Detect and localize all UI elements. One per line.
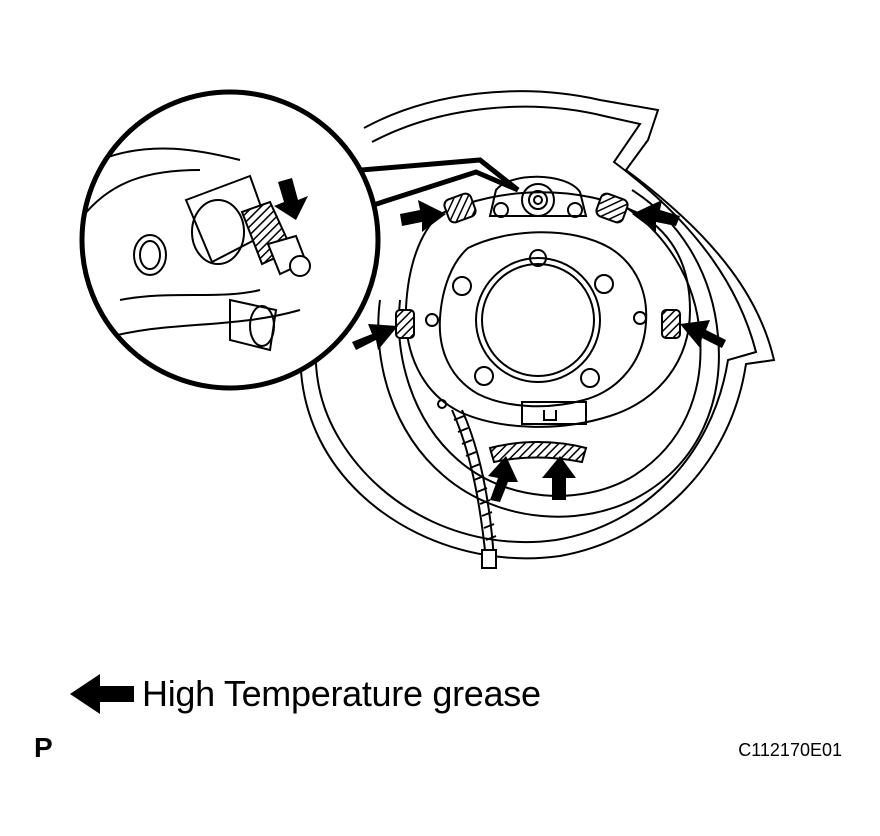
detail-callout bbox=[79, 89, 520, 391]
arrow-mid-right bbox=[680, 320, 726, 348]
arrow-bottom-right bbox=[542, 456, 576, 500]
grease-arrows bbox=[352, 200, 726, 502]
figure-code: C112170E01 bbox=[738, 740, 842, 760]
brake-backing-plate-diagram bbox=[79, 89, 776, 569]
page-marker: P bbox=[34, 732, 53, 763]
arrow-detail bbox=[274, 178, 308, 220]
black-arrow-left-icon bbox=[70, 674, 134, 714]
arrow-upper-right bbox=[632, 200, 680, 232]
arrow-bottom-left bbox=[488, 456, 518, 502]
arrow-upper-left bbox=[400, 200, 446, 232]
arrow-mid-left bbox=[352, 324, 398, 350]
legend-label: High Temperature grease bbox=[142, 673, 541, 714]
grease-points bbox=[395, 192, 681, 464]
grease-point-upper-left bbox=[443, 192, 477, 224]
grease-point-upper-right bbox=[595, 192, 629, 224]
legend: High Temperature grease bbox=[70, 672, 541, 716]
grease-point-bottom bbox=[488, 441, 588, 464]
adjuster-bracket bbox=[521, 401, 587, 425]
grease-point-mid-right bbox=[661, 309, 681, 339]
dust-cover bbox=[299, 90, 776, 560]
backing-plate bbox=[404, 191, 692, 428]
parking-brake-cable bbox=[437, 399, 497, 569]
grease-point-mid-left bbox=[395, 309, 415, 339]
